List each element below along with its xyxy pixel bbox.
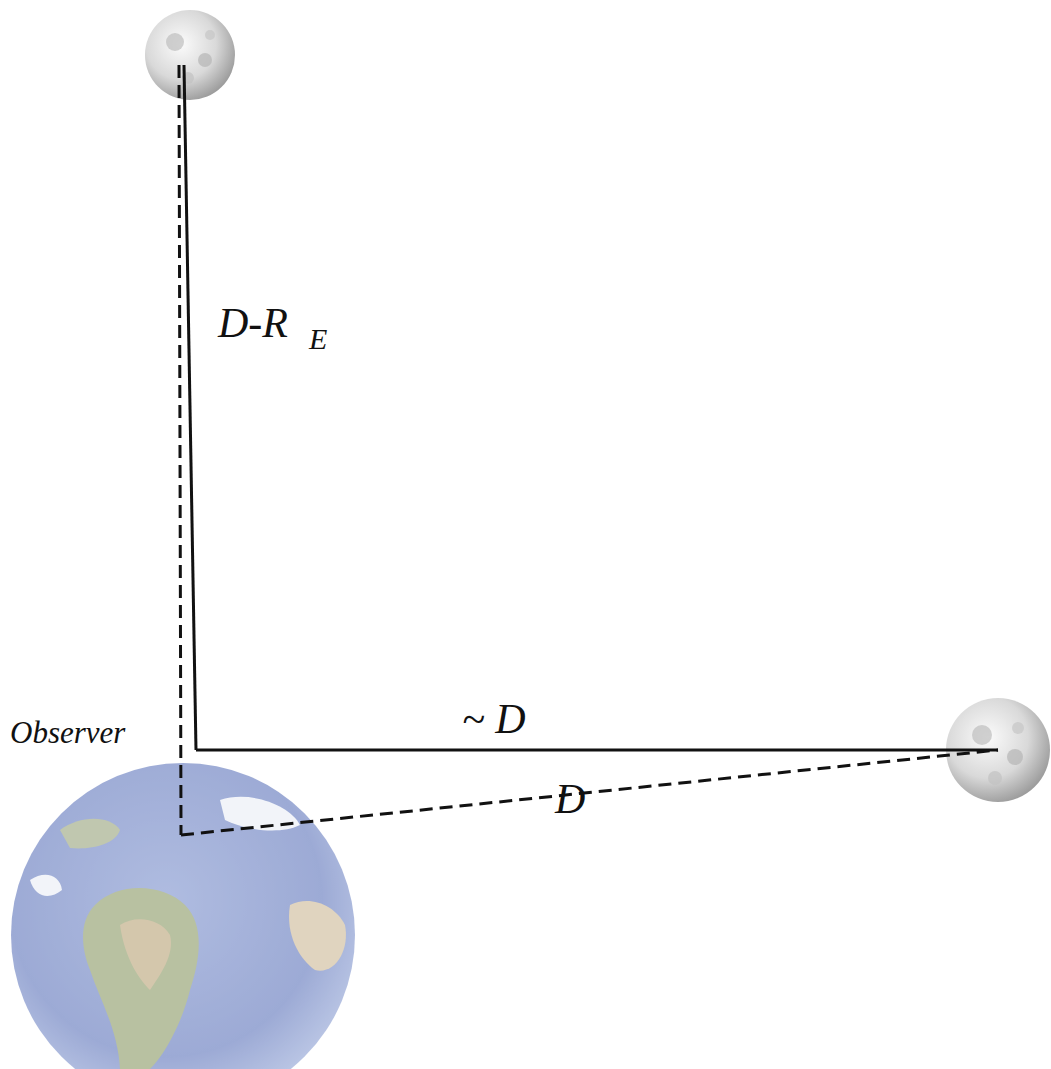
observer-label: Observer bbox=[10, 717, 125, 748]
solid-line bbox=[184, 65, 196, 750]
solid-line bbox=[196, 749, 998, 752]
geometry-lines bbox=[179, 65, 998, 835]
earth-picture bbox=[11, 763, 355, 1069]
distance-label: ~ D bbox=[462, 698, 526, 740]
subscript-label: E bbox=[309, 324, 327, 354]
dashed-line bbox=[181, 750, 998, 835]
moon-picture bbox=[145, 10, 235, 100]
dashed-line bbox=[179, 65, 181, 835]
distance-label: D-R bbox=[218, 302, 288, 344]
distance-label: D bbox=[555, 778, 585, 820]
